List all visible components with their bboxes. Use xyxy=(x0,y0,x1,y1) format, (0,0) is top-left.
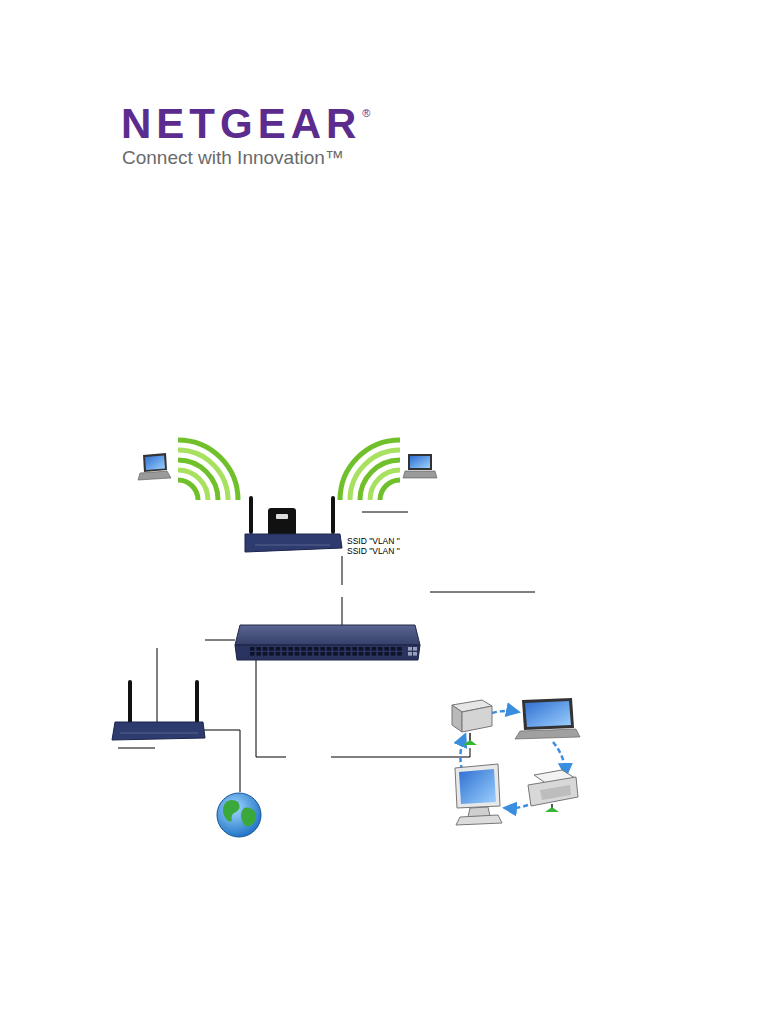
switch-port xyxy=(372,652,377,656)
switch-port xyxy=(314,652,319,656)
wifi-waves xyxy=(178,440,238,500)
switch-port xyxy=(263,652,268,656)
wave-arc xyxy=(380,480,400,500)
switch-port xyxy=(340,647,345,651)
wave-arc xyxy=(370,470,400,500)
wifi-waves xyxy=(340,440,400,500)
switch-port xyxy=(308,647,313,651)
switch-port xyxy=(365,647,370,651)
switch-port xyxy=(346,652,351,656)
wave-arc xyxy=(178,480,198,500)
switch-port xyxy=(269,652,274,656)
blank-rule xyxy=(430,592,535,593)
switch-port xyxy=(301,652,306,656)
ssid-label: SSID "VLAN " xyxy=(347,547,400,556)
sfp-port xyxy=(408,652,412,656)
switch-port xyxy=(308,652,313,656)
switch-port xyxy=(346,647,351,651)
registered-mark: ® xyxy=(362,108,370,119)
switch-port xyxy=(295,652,300,656)
switch-port xyxy=(397,652,402,656)
switch-port xyxy=(256,647,261,651)
switch-port xyxy=(333,647,338,651)
switch-port xyxy=(320,647,325,651)
switch-port xyxy=(314,647,319,651)
switch-port xyxy=(301,647,306,651)
wave-arc xyxy=(178,440,238,500)
wave-arc xyxy=(178,470,208,500)
switch-port xyxy=(327,647,332,651)
switch-port xyxy=(282,652,287,656)
sfp-port xyxy=(413,652,417,656)
sfp-port xyxy=(413,647,417,651)
switch-port xyxy=(359,652,364,656)
switch-port xyxy=(372,647,377,651)
router xyxy=(112,680,205,740)
laptop-icon xyxy=(138,453,171,480)
switch-port xyxy=(378,647,383,651)
switch-port xyxy=(276,647,281,651)
blank-rule xyxy=(118,748,155,749)
switch-port xyxy=(269,647,274,651)
switch-port xyxy=(384,647,389,651)
access-point xyxy=(245,496,342,552)
switch-port xyxy=(256,652,261,656)
switch-port xyxy=(352,647,357,651)
switch-port xyxy=(384,652,389,656)
brand-logo: NETGEAR xyxy=(121,103,361,145)
switch-port xyxy=(391,647,396,651)
switch-port xyxy=(295,647,300,651)
switch-port xyxy=(288,652,293,656)
switch-port xyxy=(263,647,268,651)
switch-port xyxy=(391,652,396,656)
switch-port xyxy=(250,652,255,656)
switch-port xyxy=(397,647,402,651)
switch-port xyxy=(327,652,332,656)
network-switch xyxy=(235,625,420,660)
switch-port xyxy=(359,647,364,651)
switch-port xyxy=(320,652,325,656)
brand-tagline: Connect with Innovation™ xyxy=(122,148,344,167)
switch-port xyxy=(378,652,383,656)
switch-port xyxy=(352,652,357,656)
wires xyxy=(157,556,470,792)
switch-port xyxy=(340,652,345,656)
blank-rule xyxy=(362,512,408,513)
lan-cluster xyxy=(452,698,580,825)
switch-port xyxy=(288,647,293,651)
wave-arc xyxy=(340,440,400,500)
internet-globe xyxy=(217,793,261,837)
sfp-port xyxy=(408,647,412,651)
ssid-label: SSID "VLAN " xyxy=(347,537,400,546)
switch-port xyxy=(282,647,287,651)
switch-port xyxy=(250,647,255,651)
laptop-icon xyxy=(403,454,437,478)
switch-port xyxy=(333,652,338,656)
switch-port xyxy=(276,652,281,656)
switch-port xyxy=(365,652,370,656)
